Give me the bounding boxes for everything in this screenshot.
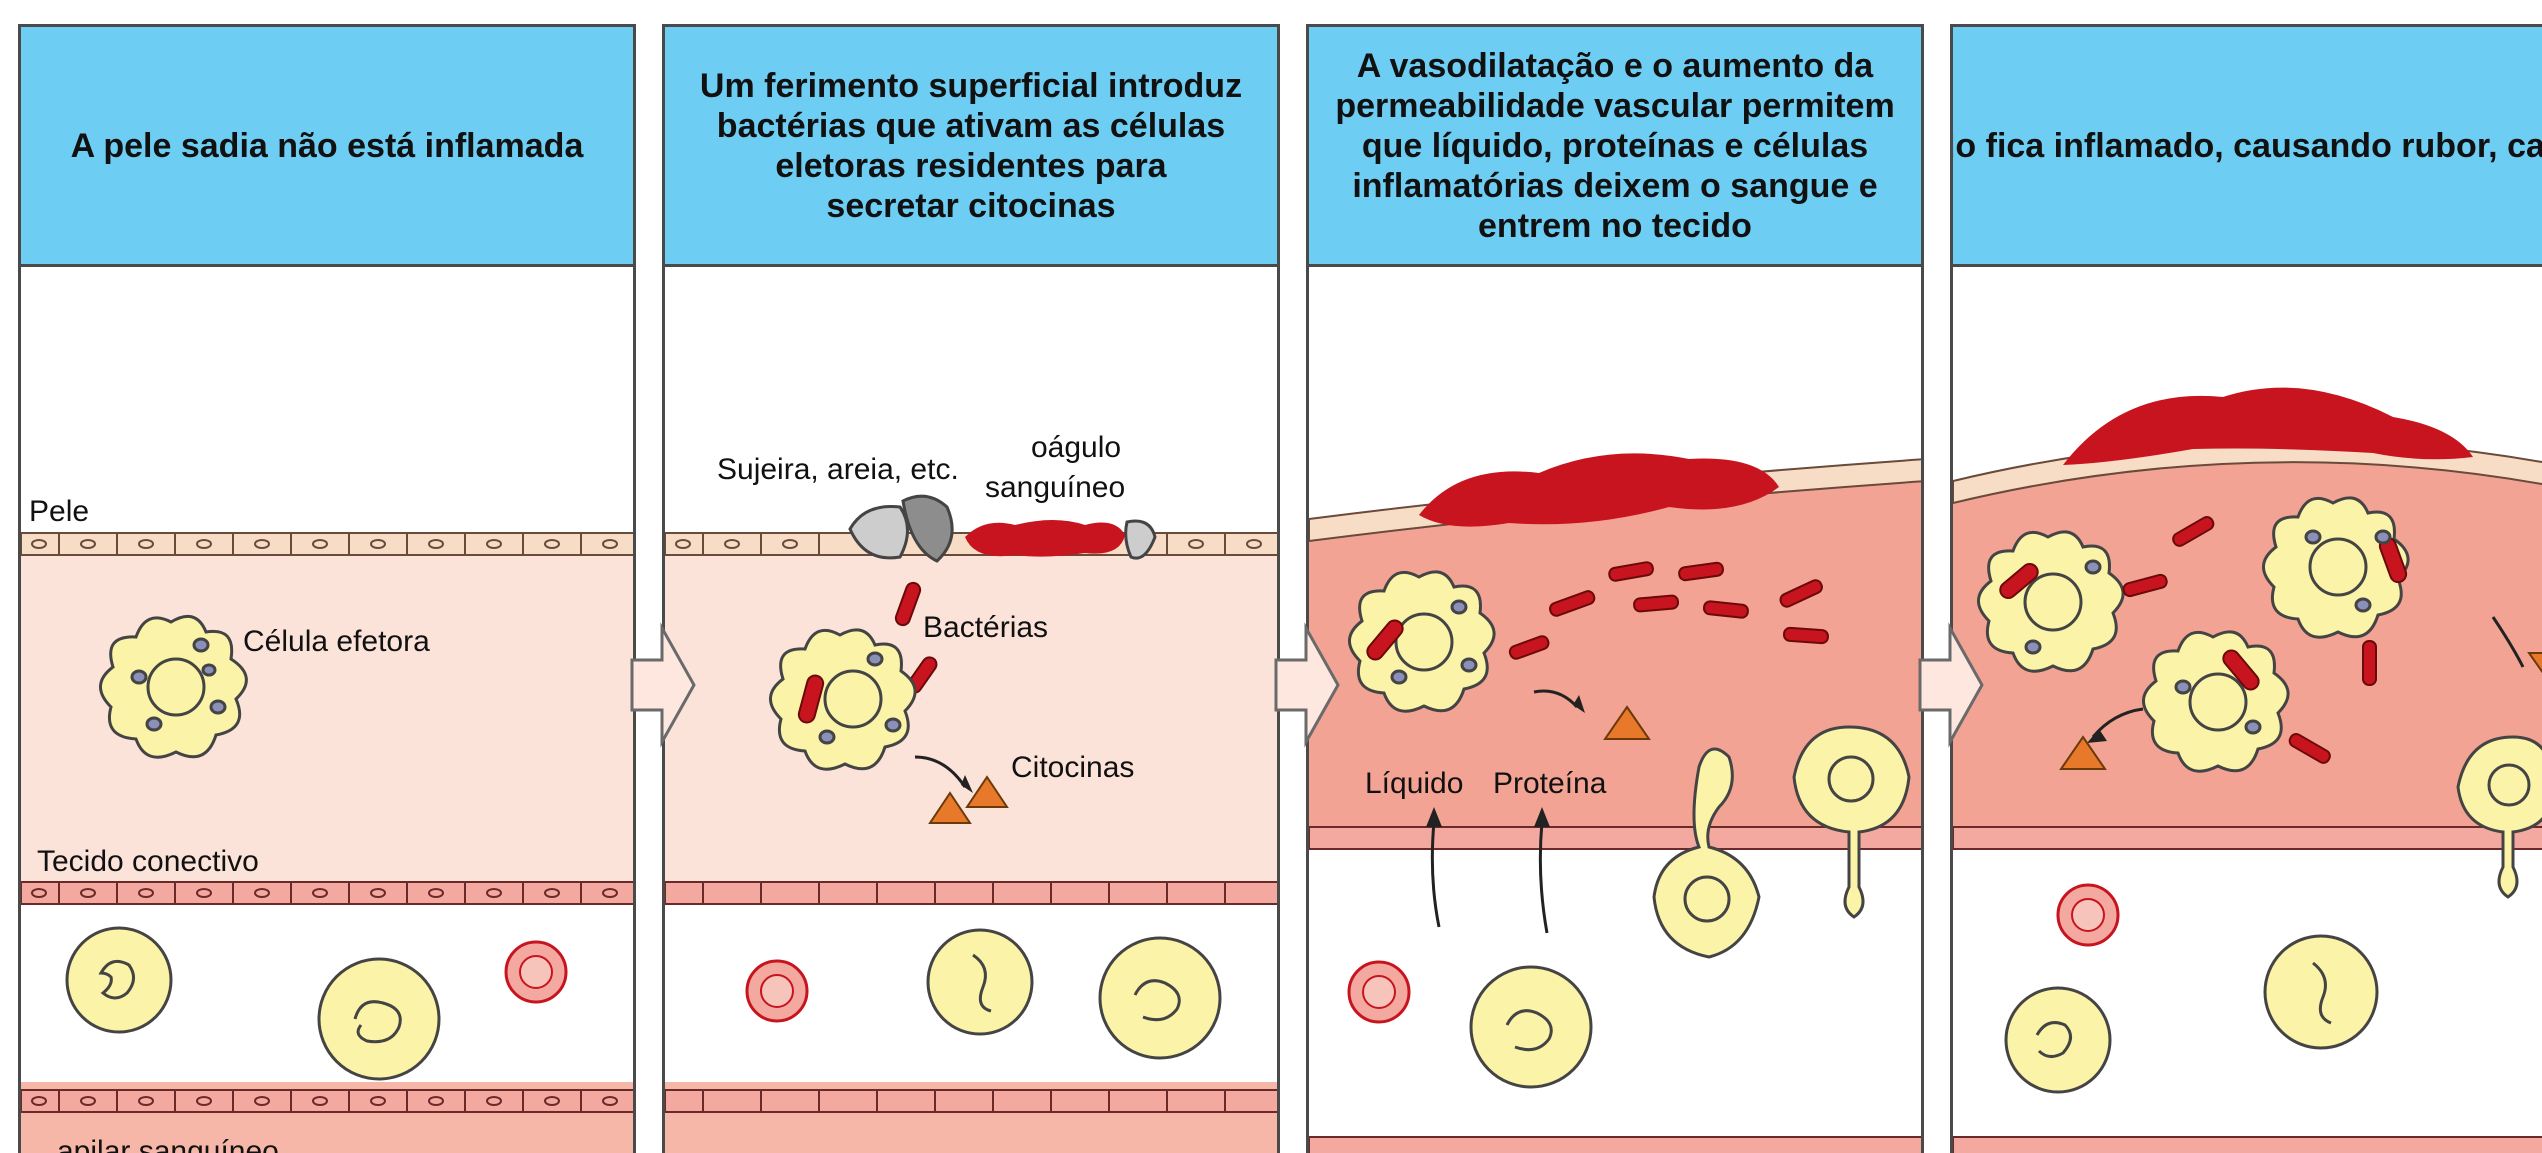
panel-inflamed-tissue: O tecido infectado fica inflamado, causa… xyxy=(1950,24,2542,1153)
panel-vasodilation: A vasodilatação e o aumento da permeabil… xyxy=(1306,24,1924,1153)
bacteria-label: Bactérias xyxy=(923,611,1048,645)
red-blood-cell xyxy=(747,961,807,1021)
cytokines-label: Citocinas xyxy=(1011,751,1134,785)
step-arrow-3 xyxy=(1916,622,1986,748)
vessel-wall-top xyxy=(1309,827,1924,849)
leukocyte-1 xyxy=(2006,988,2110,1092)
blood-clot xyxy=(965,520,1125,557)
epidermis-cell-layer xyxy=(21,533,636,555)
healthy-skin-illustration xyxy=(21,267,636,1153)
skin-label: Pele xyxy=(29,495,89,529)
dirt-label: Sujeira, areia, etc. xyxy=(717,453,959,487)
panel-heading: A vasodilatação e o aumento da permeabil… xyxy=(1321,46,1908,246)
step-arrow-1 xyxy=(628,622,698,748)
red-blood-cell xyxy=(2058,885,2118,945)
leukocyte-1 xyxy=(67,928,171,1032)
panel-healthy-skin: A pele sadia não está inflamada xyxy=(18,24,636,1153)
panel-heading: Um ferimento superficial introduz bactér… xyxy=(686,66,1256,226)
vessel-wall-top xyxy=(21,882,636,904)
vessel-wall-bottom xyxy=(1953,1137,2542,1153)
leukocyte-2 xyxy=(1100,938,1220,1058)
leukocyte-2 xyxy=(2265,936,2377,1048)
step-arrow-2 xyxy=(1272,622,1342,748)
panel-heading-box: O tecido infectado fica inflamado, causa… xyxy=(1953,27,2542,267)
inflamed-tissue-illustration xyxy=(1953,267,2542,1153)
clot-label-line1: oágulo xyxy=(1031,431,1121,465)
vessel-wall-top xyxy=(665,882,1280,904)
vasodilation-illustration xyxy=(1309,267,1924,1153)
clot-label-line2: sanguíneo xyxy=(985,471,1125,505)
leukocyte-1 xyxy=(928,930,1032,1034)
leukocyte xyxy=(1471,967,1591,1087)
wound-illustration xyxy=(665,267,1280,1153)
protein-label: Proteína xyxy=(1493,767,1606,801)
vessel-wall-bottom xyxy=(21,1090,636,1112)
panel-heading: A pele sadia não está inflamada xyxy=(57,126,598,166)
red-blood-cell xyxy=(1349,962,1409,1022)
vessel-wall-bottom xyxy=(1309,1137,1924,1153)
leukocyte-2 xyxy=(319,959,439,1079)
panel-heading: O tecido infectado fica inflamado, causa… xyxy=(1950,126,2542,166)
effector-cell-label: Célula efetora xyxy=(243,625,430,659)
vessel-wall-top xyxy=(1953,827,2542,849)
fluid-label: Líquido xyxy=(1365,767,1463,801)
panel-wound-infection: Um ferimento superficial introduz bactér… xyxy=(662,24,1280,1153)
connective-tissue-label: Tecido conectivo xyxy=(37,845,259,879)
panel-heading-box: A pele sadia não está inflamada xyxy=(21,27,633,267)
panel-heading-box: A vasodilatação e o aumento da permeabil… xyxy=(1309,27,1921,267)
panel-heading-box: Um ferimento superficial introduz bactér… xyxy=(665,27,1277,267)
extravasating-cell xyxy=(2458,737,2542,897)
vessel-wall-bottom xyxy=(665,1090,1280,1112)
blood-capillary-label: apilar sanguíneo xyxy=(57,1135,279,1153)
red-blood-cell xyxy=(506,942,566,1002)
